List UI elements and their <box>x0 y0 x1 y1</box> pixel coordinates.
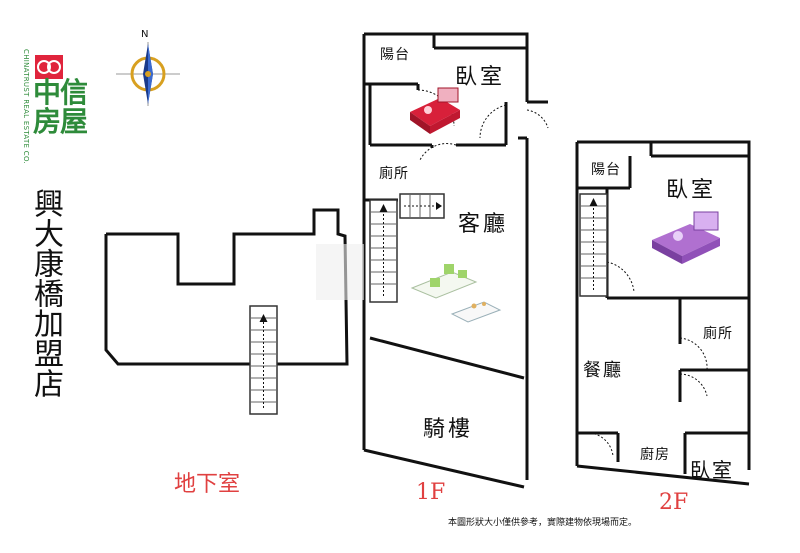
first-floor-label: 1F <box>416 480 446 505</box>
2f-small-bedroom-label: 臥室 <box>690 458 734 482</box>
compass-icon <box>116 42 180 106</box>
1f-toilet-label: 廁所 <box>379 166 409 182</box>
shadow-block <box>316 244 364 300</box>
1f-bedroom-label: 臥室 <box>455 65 506 90</box>
second-floor-door-swings <box>589 261 708 457</box>
2f-bedroom-label: 臥室 <box>666 178 717 203</box>
second-floor-label: 2F <box>659 490 689 515</box>
purple-bed-icon <box>652 211 720 264</box>
compass-north-label: N <box>141 29 149 40</box>
1f-living-room-label: 客廳 <box>458 212 509 237</box>
red-bed-icon <box>410 87 460 134</box>
2f-balcony-label: 陽台 <box>591 162 621 178</box>
first-floor-plan <box>362 32 548 489</box>
sofa-set-icon <box>410 264 502 323</box>
2f-kitchen-label: 廚房 <box>640 447 670 463</box>
1f-balcony-label: 陽台 <box>380 47 410 63</box>
basement-plan <box>104 208 349 366</box>
first-floor-stairs <box>369 193 445 303</box>
basement-label: 地下室 <box>174 472 241 497</box>
2f-dining-room-label: 餐廳 <box>583 360 623 381</box>
second-floor-stairs <box>579 193 608 297</box>
logo-name-cn: 中信房屋 <box>33 76 88 138</box>
store-name: 興大康橋加盟店 <box>28 188 63 398</box>
disclaimer-note: 本圖形狀大小僅供參考，實際建物依現場而定。 <box>448 518 638 528</box>
basement-stairs <box>249 305 278 415</box>
1f-arcade-label: 騎樓 <box>423 417 474 442</box>
2f-toilet-label: 廁所 <box>703 326 733 342</box>
